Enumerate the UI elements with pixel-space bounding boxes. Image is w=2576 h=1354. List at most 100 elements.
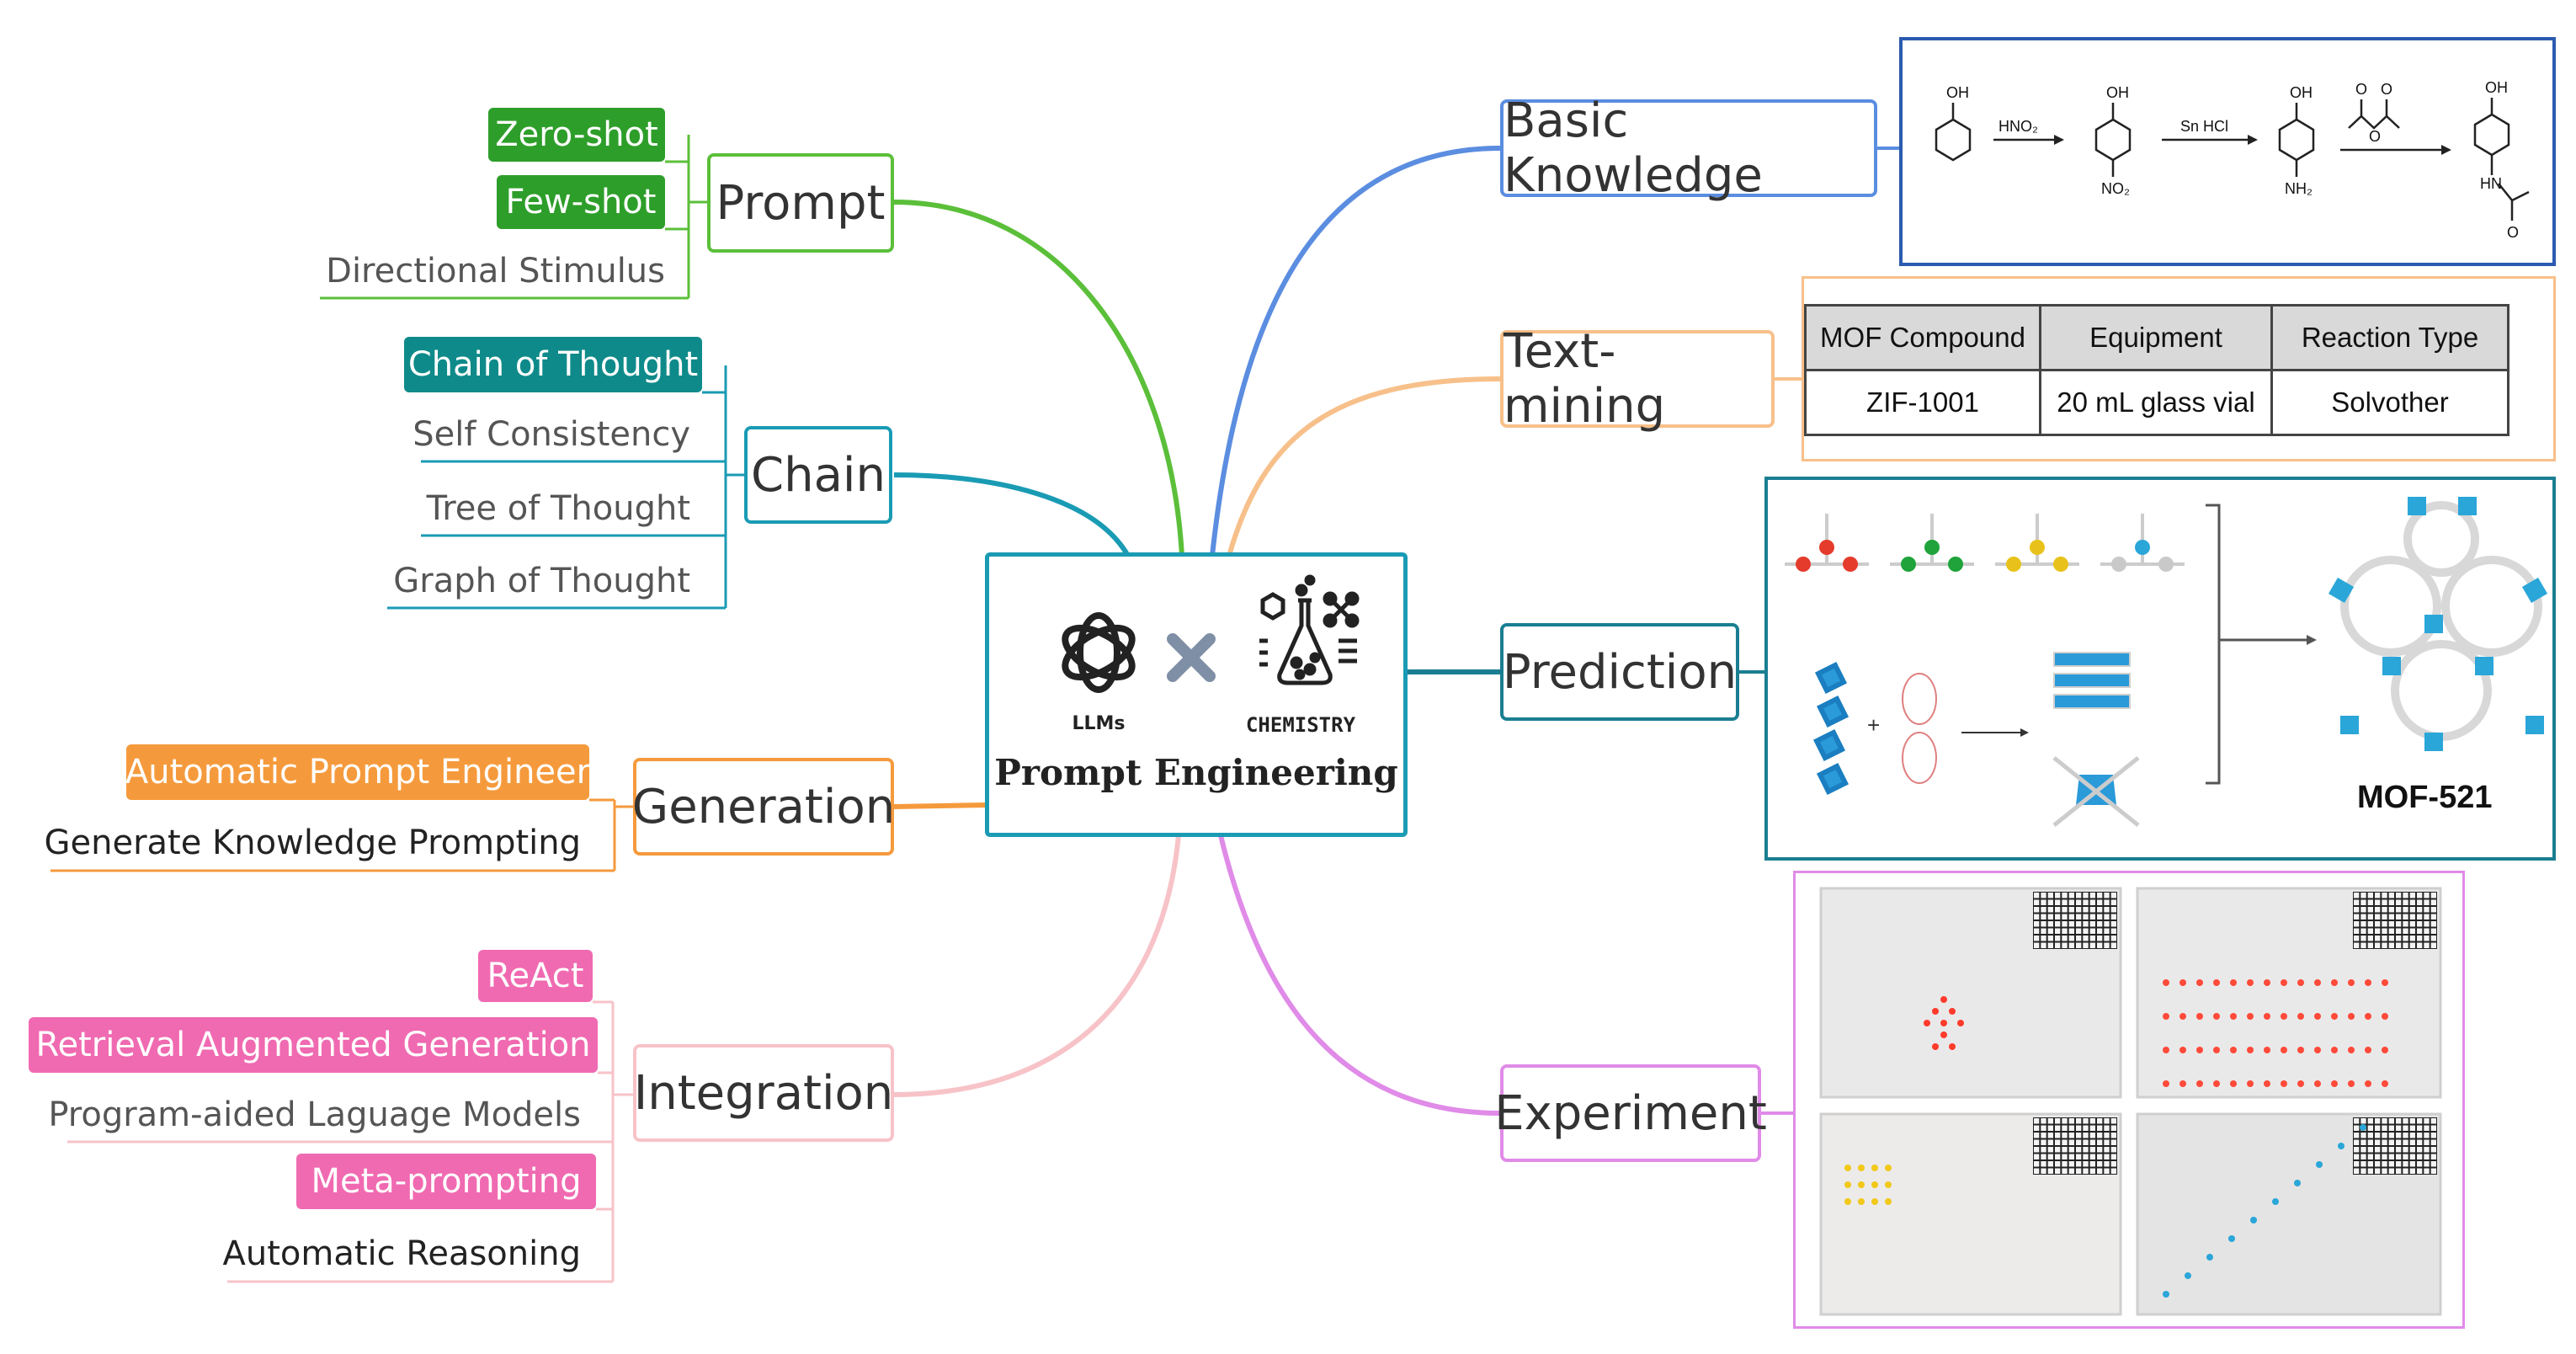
chain-item-self-consistency: Self Consistency — [412, 415, 690, 454]
basic-knowledge-node: Basic Knowledge — [1500, 93, 1877, 203]
well-dot — [1871, 1198, 1878, 1205]
well-dot — [2264, 1047, 2270, 1053]
group-no2: NO₂ — [2101, 180, 2130, 197]
well-dot — [2213, 979, 2220, 986]
well-dot — [2338, 1143, 2344, 1149]
well-dot — [1885, 1198, 1892, 1205]
text-mining-node: Text-mining — [1500, 324, 1775, 434]
link-prompt — [893, 200, 1184, 557]
integration-item-automatic-reasoning: Automatic Reasoning — [222, 1234, 582, 1273]
well-dot — [1940, 1020, 1947, 1026]
well-dot — [1957, 1020, 1964, 1026]
flask-molecule-icon — [1259, 574, 1360, 685]
link-chain — [893, 472, 1131, 557]
well-dot — [2365, 1047, 2371, 1053]
generation-item-generate-knowledge-prompting: Generate Knowledge Prompting — [44, 824, 581, 862]
table-header-cell: MOF Compound — [1804, 304, 2041, 371]
prompt-item-directional-stimulus: Directional Stimulus — [326, 252, 665, 291]
well-dot — [2213, 1080, 2220, 1087]
table-cell: Solvother — [2270, 369, 2509, 436]
well-dot — [2179, 1080, 2186, 1087]
well-dot — [2331, 1013, 2338, 1020]
well-dot — [2281, 1047, 2287, 1053]
well-dot — [1924, 1020, 1930, 1026]
table-header-cell: Equipment — [2039, 304, 2273, 371]
well-dot — [2382, 1080, 2388, 1087]
well-dot — [1885, 1165, 1892, 1171]
well-dot — [2314, 979, 2321, 986]
chain-node: Chain — [744, 426, 892, 524]
well-dot — [2316, 1161, 2323, 1168]
group-o-2: O — [2381, 81, 2392, 98]
well-dot — [2281, 1013, 2287, 1020]
well-dot — [2230, 1013, 2237, 1020]
well-dot — [1940, 996, 1947, 1003]
chain-item-tree-of-thought: Tree of Thought — [426, 489, 690, 528]
mof-521-label: MOF-521 — [2357, 780, 2493, 815]
well-map-yellow — [2033, 1117, 2117, 1175]
group-oh-1: OH — [1946, 84, 1969, 101]
well-dot — [2264, 1080, 2270, 1087]
chain-item-graph-of-thought: Graph of Thought — [393, 562, 690, 600]
mof-prediction-panel: + — [1764, 477, 2556, 861]
linker-row — [1785, 514, 2185, 572]
link-generation — [893, 802, 987, 809]
reaction-scheme: OH OH OH OH NO₂ NH₂ HN O O O O HNO₂ Sn H… — [1935, 79, 2530, 241]
well-dot — [2230, 1080, 2237, 1087]
group-oh-3: OH — [2290, 84, 2313, 101]
chemistry-label: CHEMISTRY — [1245, 713, 1356, 737]
well-dot — [2213, 1047, 2220, 1053]
well-dot — [2206, 1254, 2213, 1261]
reagent-hno2: HNO₂ — [1999, 118, 2038, 135]
well-dot — [2314, 1013, 2321, 1020]
well-dot — [2281, 979, 2287, 986]
integration-item-retrieval-augmented-generation: Retrieval Augmented Generation — [29, 1017, 598, 1073]
prompt-node: Prompt — [707, 153, 894, 253]
group-oh-2: OH — [2106, 84, 2129, 101]
table-cell: 20 mL glass vial — [2039, 369, 2273, 436]
well-dot — [2264, 979, 2270, 986]
cluster — [2052, 756, 2140, 827]
link-text-mining — [1227, 376, 1501, 557]
well-dot — [1858, 1181, 1865, 1188]
well-dot — [2247, 1080, 2254, 1087]
well-dot — [2348, 1013, 2355, 1020]
table-row: ZIF-1001 20 mL glass vial Solvother — [1804, 369, 2509, 436]
prompt-item-few-shot: Few-shot — [497, 175, 665, 229]
text-mining-panel: MOF Compound Equipment Reaction Type ZIF… — [1802, 276, 2556, 461]
well-dot — [2297, 1080, 2304, 1087]
well-dot — [2294, 1180, 2301, 1186]
well-dot — [1844, 1198, 1851, 1205]
well-dot — [2297, 1013, 2304, 1020]
well-dot — [2196, 1047, 2203, 1053]
link-generation-underlines — [51, 798, 615, 872]
well-dot — [1885, 1181, 1892, 1188]
mof-table: MOF Compound Equipment Reaction Type ZIF… — [1804, 304, 2509, 436]
well-dot — [2382, 1047, 2388, 1053]
well-dot — [2196, 1080, 2203, 1087]
well-dot — [2314, 1080, 2321, 1087]
llms-label: LLMs — [1072, 713, 1126, 734]
well-plate-panel — [1793, 871, 2465, 1329]
integration-item-program-aided-language-models: Program-aided Laguage Models — [48, 1095, 581, 1134]
well-dot — [2247, 1047, 2254, 1053]
well-dot — [1932, 1043, 1939, 1050]
well-dot — [1949, 1008, 1956, 1015]
well-dot — [2163, 1291, 2169, 1298]
well-dot — [2179, 1013, 2186, 1020]
well-dot — [1871, 1165, 1878, 1171]
well-map-red — [2033, 892, 2117, 949]
reaction-scheme-panel: OH OH OH OH NO₂ NH₂ HN O O O O HNO₂ Sn H… — [1899, 37, 2556, 266]
well-dot — [2163, 979, 2169, 986]
link-integration — [893, 834, 1181, 1097]
table-cell: ZIF-1001 — [1804, 369, 2041, 436]
well-dot — [2264, 1013, 2270, 1020]
well-dot — [1949, 1043, 1956, 1050]
well-dot — [2297, 979, 2304, 986]
well-dot — [2365, 1013, 2371, 1020]
well-dot — [2382, 1013, 2388, 1020]
chain-item-chain-of-thought: Chain of Thought — [404, 337, 702, 392]
well-dot — [2331, 979, 2338, 986]
